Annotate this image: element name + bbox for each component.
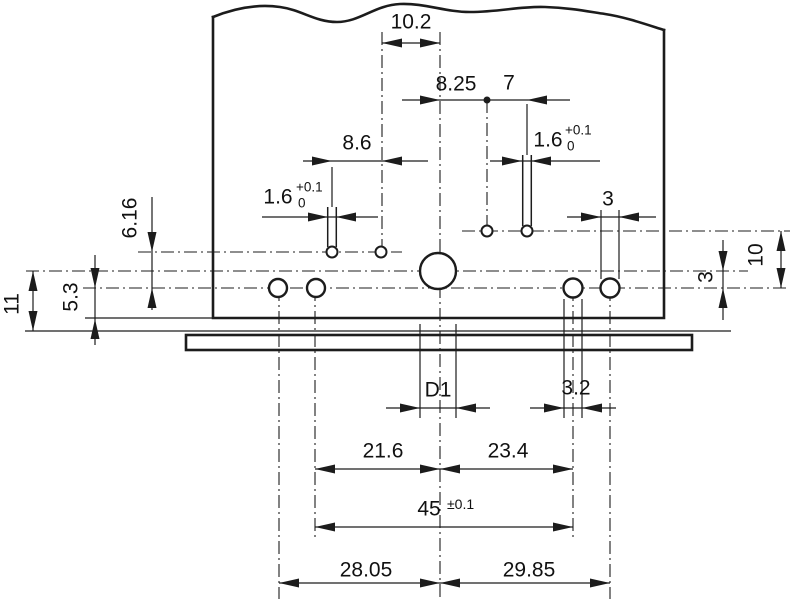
dim-label-d1: D1 [425,379,452,402]
rail-bar [184,333,694,352]
arrow [147,288,157,308]
dim-label-slot-left: 1.6 [263,186,292,209]
dimension-lines [32,42,782,584]
arrow [553,464,573,474]
arrow [582,403,602,413]
part-outline [211,2,666,320]
dim-label-slot-right: 1.6 [533,129,562,152]
dim-label-6-16: 6.16 [119,198,142,239]
arrow [420,95,440,105]
hole-small-upper-left-2 [374,245,388,259]
dim-label-11: 11 [1,293,24,315]
arrow [400,403,420,413]
arrow [420,578,440,588]
dim-label-45-tol: ±0.1 [447,496,474,512]
hole-lower-right-2 [599,277,621,299]
dim-label-23-4: 23.4 [488,440,529,463]
center-lines [26,32,790,599]
arrow [147,232,157,252]
dim-label-28-05: 28.05 [340,559,393,582]
dim-label-5-3: 5.3 [60,282,83,311]
arrow [581,212,601,222]
dim-label-10-2: 10.2 [391,11,432,34]
arrowheads [28,38,786,588]
arrow [28,271,38,291]
arrow [544,403,564,413]
arrow [531,156,551,166]
extension-lines [85,104,620,418]
arrow [440,464,460,474]
arrow [456,403,476,413]
arrow [619,212,639,222]
arrow [312,156,332,166]
arrow [28,311,38,331]
arrow [718,288,728,308]
dim-label-slot-left-tol-minus: 0 [298,196,306,211]
arrow [90,268,100,288]
dim-label-10-right: 10 [745,243,768,266]
dim-label-21-6: 21.6 [363,440,404,463]
holes [267,96,621,299]
dim-label-3-right: 3 [695,271,718,283]
hole-center-d1 [418,251,458,291]
arrow [336,212,356,222]
hole-lower-left-1 [267,277,289,299]
dim-label-45: 45 [417,498,440,521]
dim-label-29-85: 29.85 [503,559,556,582]
hole-lower-right-1 [562,277,584,299]
dim-label-slot-right-tol-plus: +0.1 [565,123,592,138]
arrow [308,212,328,222]
arrow [382,38,402,48]
arrow [440,578,460,588]
arrow [553,522,573,532]
arrow [527,95,547,105]
hole-small-upper-right-1 [480,224,494,238]
hole-small-upper-left-1 [325,245,339,259]
arrow [315,522,335,532]
part-break-line [211,2,666,32]
dim-label-7: 7 [503,72,515,95]
arrow [382,156,402,166]
arrow [502,156,522,166]
arrow [590,578,610,588]
hole-lower-left-2 [305,277,327,299]
slots [326,155,533,247]
arrow [420,464,440,474]
mounting-rail [25,330,731,352]
arrow [718,251,728,271]
dim-label-8-25: 8.25 [436,73,477,96]
hole-small-upper-right-2 [520,224,534,238]
labels: 10.2 8.25 7 8.6 1.6 +0.1 0 1.6 +0.1 0 3 … [1,11,768,582]
dim-label-slot-right-tol-minus: 0 [567,139,575,154]
dim-label-3-top: 3 [602,188,614,211]
dim-label-8-6: 8.6 [342,132,371,155]
arrow [315,464,335,474]
arrow [90,319,100,339]
dim-label-3-2: 3.2 [561,377,590,400]
arrow [279,578,299,588]
arrow [776,231,786,251]
dim-label-slot-left-tol-plus: +0.1 [296,180,323,195]
arrow [420,38,440,48]
arrow [776,268,786,288]
part-body-edges [211,15,666,320]
